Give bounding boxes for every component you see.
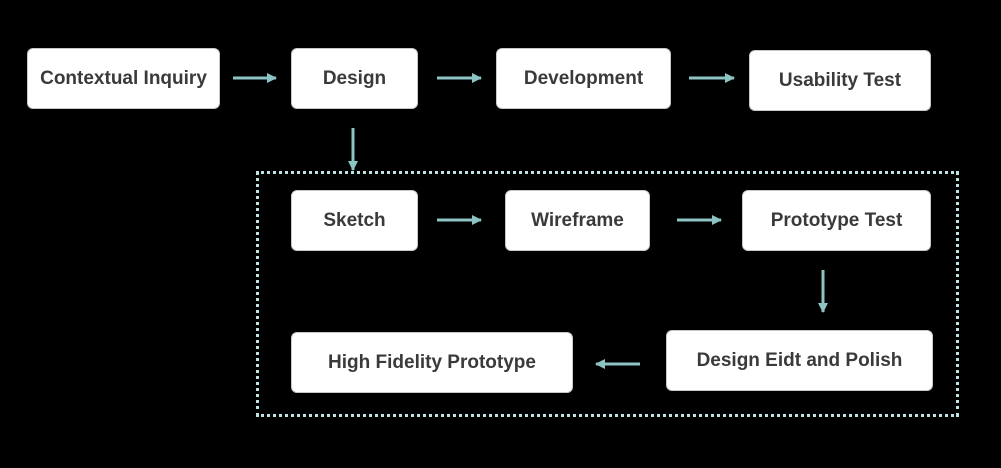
node-design: Design xyxy=(291,48,418,109)
node-prototype-test: Prototype Test xyxy=(742,190,931,251)
node-contextual-inquiry: Contextual Inquiry xyxy=(27,48,220,109)
node-sketch: Sketch xyxy=(291,190,418,251)
node-development: Development xyxy=(496,48,671,109)
node-high-fidelity-prototype: High Fidelity Prototype xyxy=(291,332,573,393)
node-wireframe: Wireframe xyxy=(505,190,650,251)
node-design-edit-polish: Design Eidt and Polish xyxy=(666,330,933,391)
design-subprocess-group xyxy=(256,171,959,417)
node-usability-test: Usability Test xyxy=(749,50,931,111)
